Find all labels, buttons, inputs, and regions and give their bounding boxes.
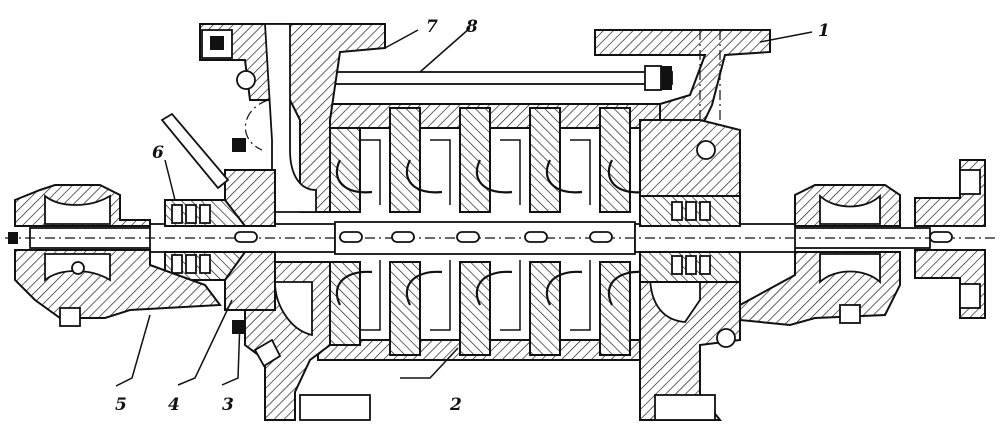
callout-7: 7	[426, 17, 438, 37]
impellers	[335, 139, 645, 331]
callout-6: 6	[152, 143, 164, 163]
callout-8: 8	[465, 17, 478, 37]
callout-2: 2	[449, 395, 462, 415]
leader-lines	[115, 27, 813, 387]
left-bearing-housing	[8, 184, 222, 327]
callout-labels: 1 2 3 4 5 6 7 8	[115, 17, 830, 415]
suction-casing	[199, 23, 386, 421]
shaft	[5, 221, 995, 255]
callout-3: 3	[222, 395, 234, 415]
callout-1: 1	[818, 21, 830, 41]
discharge-casing	[594, 29, 771, 421]
right-seal-assembly	[639, 195, 741, 283]
left-seal-assembly	[160, 112, 282, 368]
callout-5: 5	[115, 395, 127, 415]
coupling-half	[914, 159, 986, 319]
right-bearing-housing	[739, 184, 901, 327]
callout-4: 4	[168, 395, 180, 415]
